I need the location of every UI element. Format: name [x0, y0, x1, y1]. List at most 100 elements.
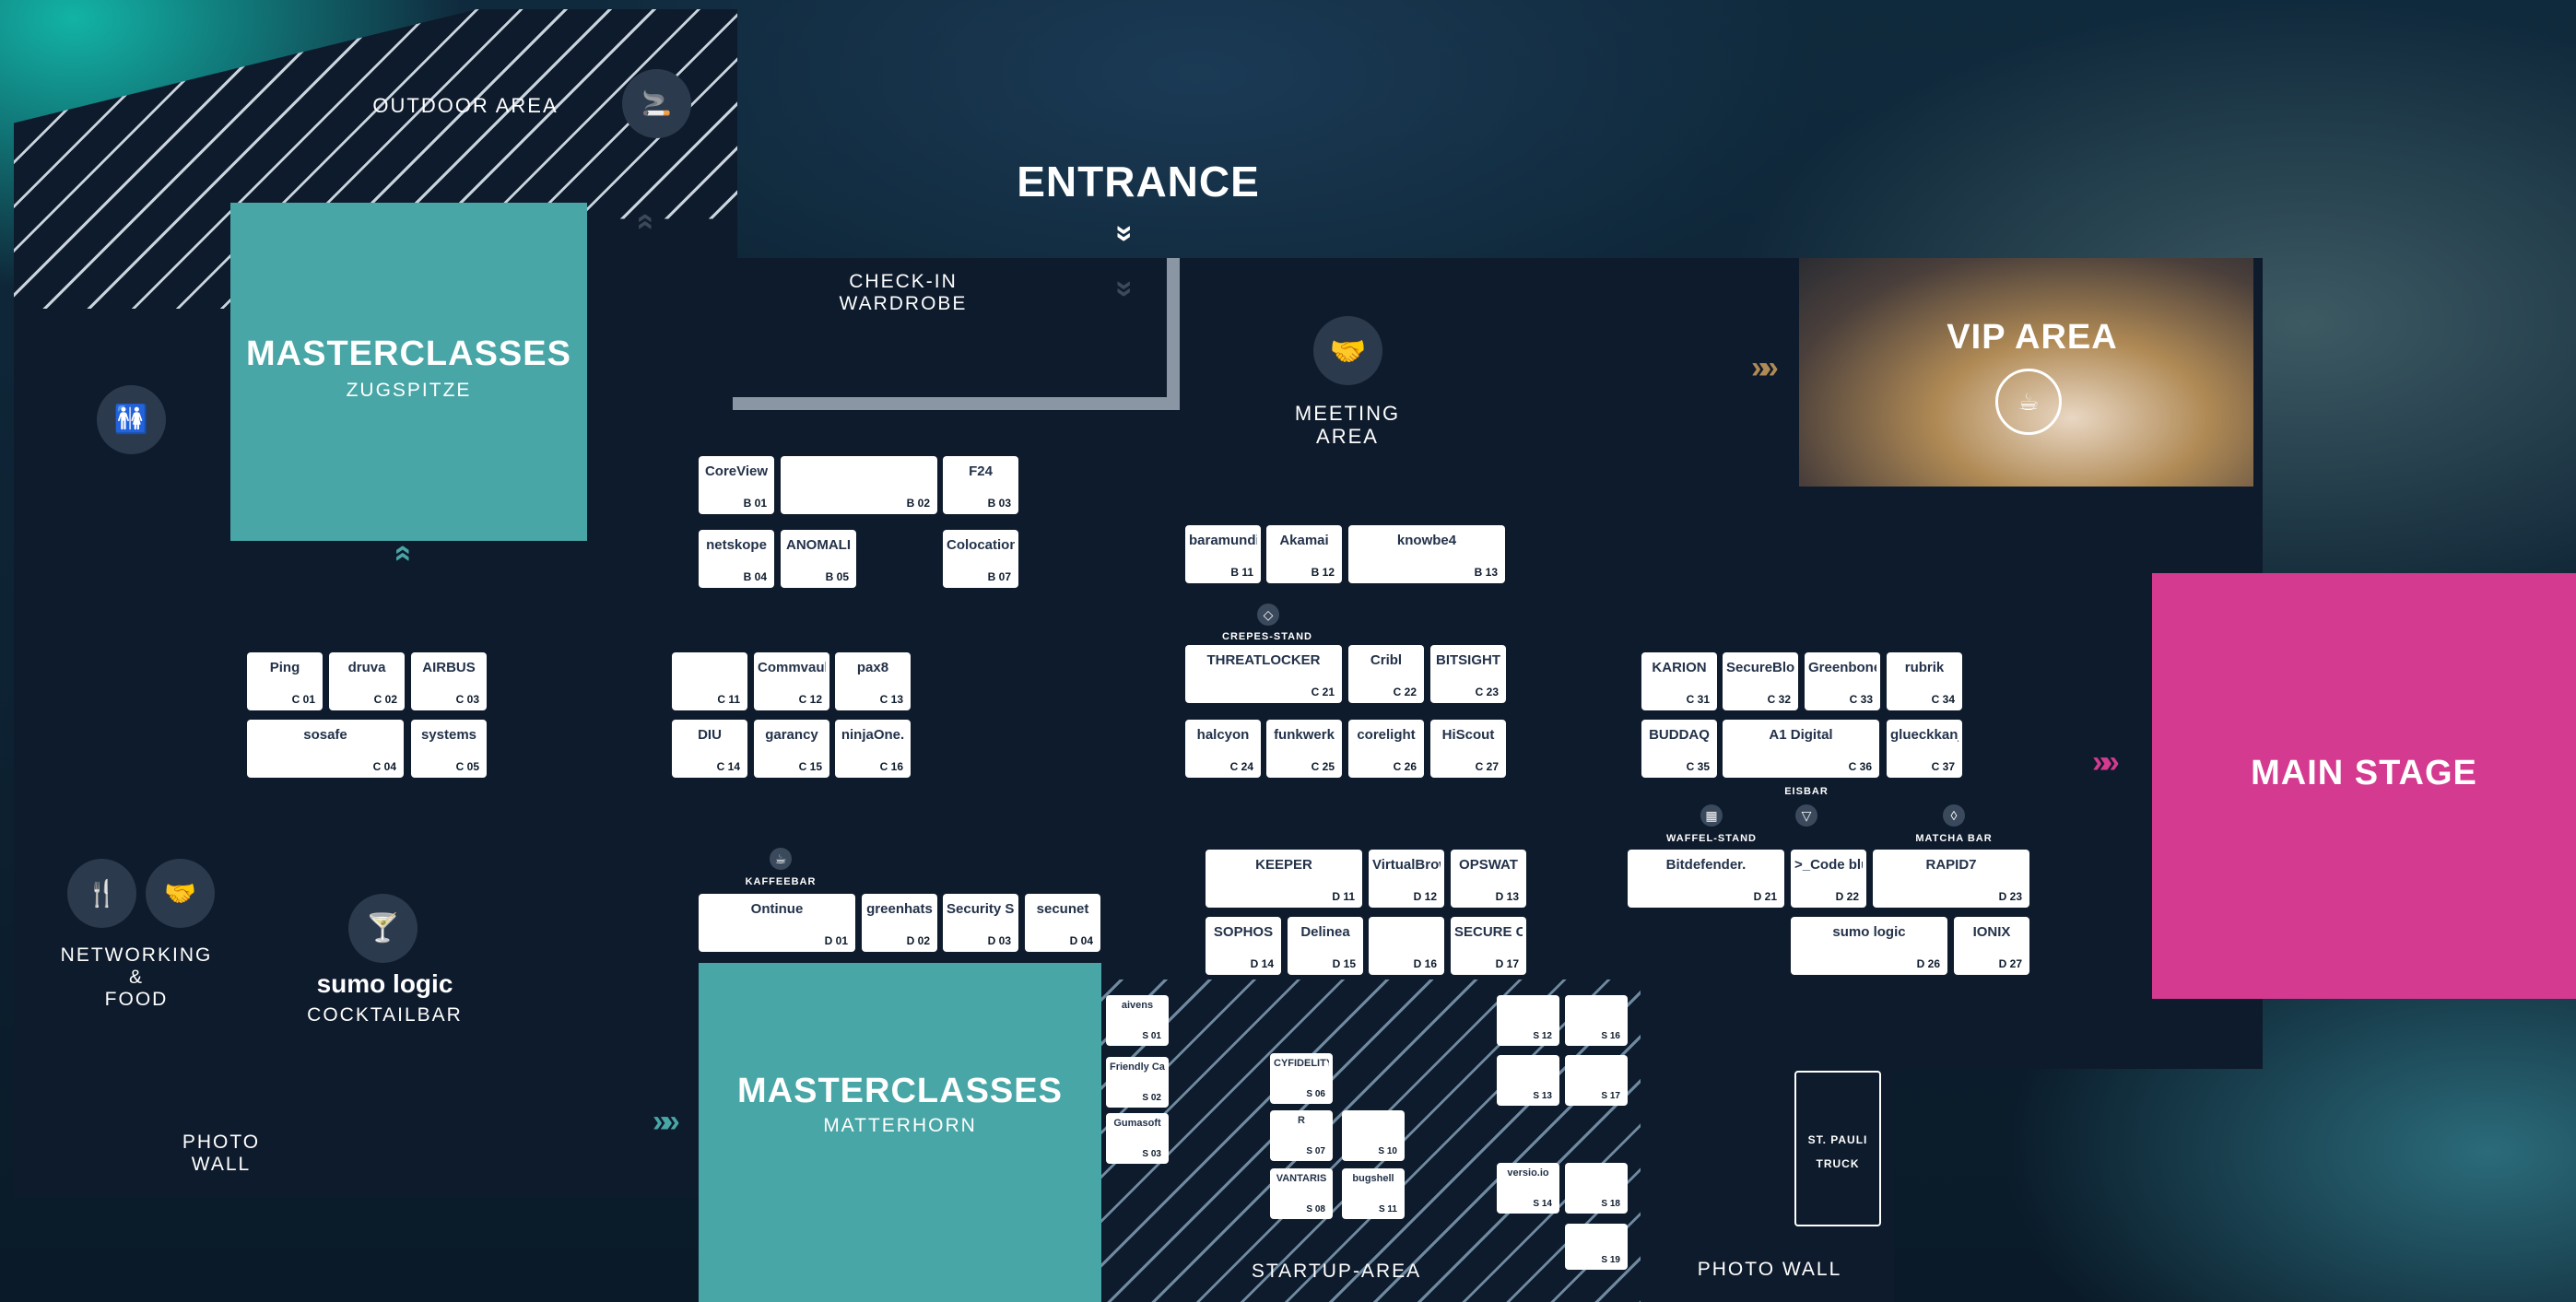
- booth-b07[interactable]: ColocationIXB 07: [943, 530, 1018, 588]
- booth-d22[interactable]: >_Code blueD 22: [1791, 850, 1866, 908]
- booth-d03[interactable]: Security ScorecardD 03: [943, 894, 1018, 952]
- main-stage[interactable]: [2152, 573, 2576, 999]
- booth-s13[interactable]: S 13: [1497, 1055, 1559, 1106]
- booth-logo-label: Gumasoft: [1113, 1118, 1161, 1129]
- booth-code: C 21: [1311, 686, 1335, 698]
- booth-s19[interactable]: S 19: [1565, 1224, 1628, 1270]
- booth-logo-label: Friendly Captcha: [1110, 1062, 1165, 1073]
- booth-s10[interactable]: S 10: [1342, 1110, 1405, 1161]
- booth-logo-label: halcyon: [1196, 727, 1250, 743]
- booth-logo-label: BUDDAQ: [1649, 727, 1710, 743]
- booth-b02[interactable]: B 02: [781, 456, 937, 514]
- booth-s17[interactable]: S 17: [1565, 1055, 1628, 1106]
- booth-d16[interactable]: D 16: [1369, 917, 1444, 975]
- masterclasses-matterhorn-room[interactable]: [699, 963, 1101, 1302]
- matcha-icon: ◊: [1943, 804, 1965, 827]
- booth-code: C 14: [716, 760, 740, 773]
- st-pauli-truck[interactable]: [1794, 1071, 1881, 1226]
- booth-s12[interactable]: S 12: [1497, 995, 1559, 1046]
- booth-code: C 02: [373, 693, 397, 706]
- booth-c11[interactable]: C 11: [672, 652, 747, 710]
- arrow-up-icon: »: [382, 552, 418, 562]
- booth-c32[interactable]: SecureBlogC 32: [1723, 652, 1798, 710]
- booth-code: D 17: [1495, 957, 1519, 970]
- booth-c16[interactable]: ninjaOne.C 16: [835, 720, 911, 778]
- main-stage-arrow-icon: »»: [2092, 745, 2120, 780]
- masterclasses-zugspitze-subtitle: ZUGSPITZE: [346, 380, 472, 401]
- booth-s18[interactable]: S 18: [1565, 1163, 1628, 1214]
- booth-d17[interactable]: SECURE CODE WARRIORD 17: [1451, 917, 1526, 975]
- booth-logo-label: R: [1298, 1115, 1305, 1126]
- booth-s16[interactable]: S 16: [1565, 995, 1628, 1046]
- booth-logo-label: netskope: [706, 537, 767, 553]
- masterclasses-zugspitze-room[interactable]: [230, 203, 587, 541]
- cocktailbar-label: COCKTAILBAR: [307, 1004, 463, 1026]
- booth-logo-label: F24: [969, 463, 993, 479]
- booth-code: D 26: [1916, 957, 1940, 970]
- booth-code: D 23: [1998, 890, 2022, 903]
- booth-code: C 25: [1311, 760, 1335, 773]
- handshake-icon: 🤝: [1313, 316, 1382, 385]
- booth-code: S 13: [1533, 1091, 1552, 1101]
- booth-d12[interactable]: VirtualBrowserD 12: [1369, 850, 1444, 908]
- booth-logo-label: sosafe: [303, 727, 347, 743]
- booth-code: S 17: [1601, 1091, 1620, 1101]
- eisbar-label: EISBAR: [1784, 786, 1829, 797]
- masterclasses-matterhorn-title: MASTERCLASSES: [737, 1072, 1063, 1110]
- cocktail-icon: 🍸: [348, 894, 418, 963]
- networking-label-1: NETWORKING: [60, 944, 213, 966]
- booth-logo-label: IONIX: [1972, 924, 2011, 940]
- booth-logo-label: CoreView: [704, 463, 769, 479]
- booth-d21[interactable]: Bitdefender.D 21: [1628, 850, 1784, 908]
- booth-c37[interactable]: glueckkanjaC 37: [1887, 720, 1962, 778]
- booth-s02[interactable]: Friendly CaptchaS 02: [1106, 1057, 1169, 1108]
- food-icon: 🍴: [67, 859, 136, 928]
- booth-logo-label: KEEPER: [1255, 857, 1312, 873]
